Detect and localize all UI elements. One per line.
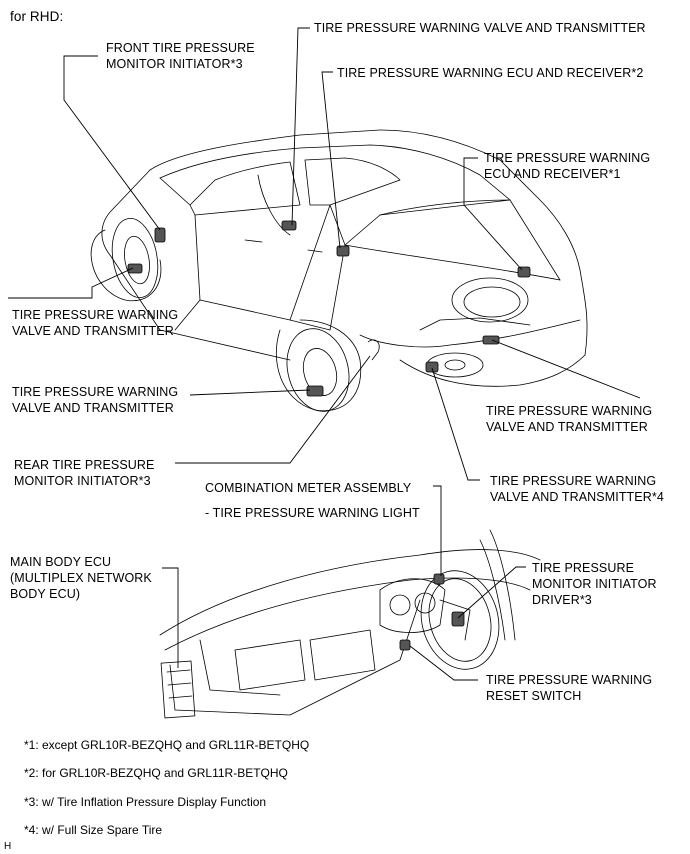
ecu-receiver-1-part <box>517 266 531 278</box>
leader-rear-initiator <box>175 355 371 464</box>
reset-switch-part <box>399 639 411 651</box>
combination-meter-part <box>433 573 445 585</box>
label-rear-initiator: REAR TIRE PRESSURE MONITOR INITIATOR*3 <box>14 458 155 488</box>
rear-right-valve-part <box>482 335 500 345</box>
front-left-valve-part <box>127 263 143 274</box>
callout-lines <box>8 27 641 681</box>
leader-valve-right-4 <box>431 367 480 481</box>
components <box>127 220 531 651</box>
label-ecu-receiver-1: TIRE PRESSURE WARNING ECU AND RECEIVER*1 <box>484 151 651 181</box>
leader-valve-right-1 <box>491 339 641 399</box>
label-ecu-receiver-2: TIRE PRESSURE WARNING ECU AND RECEIVER*2 <box>337 66 644 80</box>
footnote-2: *2: for GRL10R-BEZQHQ and GRL11R-BETQHQ <box>24 766 288 780</box>
label-valve-left-2: TIRE PRESSURE WARNING VALVE AND TRANSMIT… <box>12 385 179 415</box>
diagram-heading: for RHD: <box>10 9 64 24</box>
label-front-initiator: FRONT TIRE PRESSURE MONITOR INITIATOR*3 <box>106 41 255 71</box>
label-combination-meter: COMBINATION METER ASSEMBLY <box>205 481 412 495</box>
leader-valve-left-2 <box>189 389 311 396</box>
leader-reset-switch <box>409 645 478 681</box>
ecu-receiver-2-part <box>336 245 350 257</box>
label-driver-initiator: TIRE PRESSURE MONITOR INITIATOR DRIVER*3 <box>532 561 657 607</box>
footnote-3: *3: w/ Tire Inflation Pressure Display F… <box>24 795 267 809</box>
label-main-body-ecu: MAIN BODY ECU (MULTIPLEX NETWORK BODY EC… <box>10 555 152 601</box>
spare-valve-part <box>425 361 439 373</box>
leader-ecu-receiver-2 <box>321 71 341 249</box>
label-valve-right-4: TIRE PRESSURE WARNING VALVE AND TRANSMIT… <box>490 474 664 504</box>
dashboard-drawing <box>159 529 541 719</box>
rear-initiator-part <box>367 339 380 361</box>
label-valve-left-1: TIRE PRESSURE WARNING VALVE AND TRANSMIT… <box>12 308 179 338</box>
footnote-4: *4: w/ Full Size Spare Tire <box>24 823 163 837</box>
leader-front-initiator <box>63 55 161 231</box>
leader-driver-initiator <box>457 566 526 619</box>
rear-left-valve-part <box>306 385 324 397</box>
leader-ecu-receiver-1 <box>463 157 523 271</box>
footnote-1: *1: except GRL10R-BEZQHQ and GRL11R-BETQ… <box>24 738 310 752</box>
label-warning-light: - TIRE PRESSURE WARNING LIGHT <box>205 506 420 520</box>
label-valve-right-1: TIRE PRESSURE WARNING VALVE AND TRANSMIT… <box>486 404 653 434</box>
leader-valve-left-1 <box>8 267 134 299</box>
front-initiator-part <box>154 227 166 243</box>
leader-valve-top <box>291 27 310 226</box>
label-reset-switch: TIRE PRESSURE WARNING RESET SWITCH <box>486 673 653 703</box>
leader-main-body-ecu <box>162 567 179 668</box>
leader-combination-meter <box>433 485 442 576</box>
front-right-valve-part <box>281 220 297 231</box>
label-valve-top: TIRE PRESSURE WARNING VALVE AND TRANSMIT… <box>314 21 646 35</box>
corner-mark: H <box>4 841 12 852</box>
